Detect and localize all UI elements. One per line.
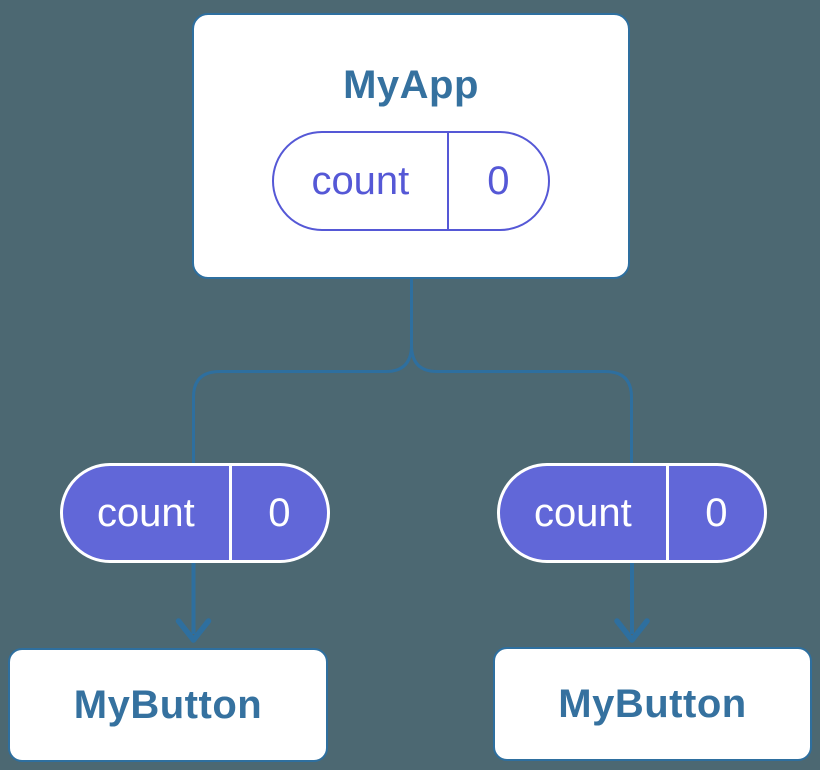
branch-right-path — [410, 344, 633, 470]
state-value: 0 — [268, 491, 291, 535]
state-value: 0 — [487, 159, 510, 203]
mybutton-left-node: MyButton — [8, 648, 328, 762]
state-label: count — [96, 491, 195, 535]
left-prop-pill: count 0 — [60, 463, 330, 563]
myapp-node: MyApp count 0 — [192, 13, 630, 279]
pill-divider — [228, 466, 232, 560]
mybutton-right-node: MyButton — [493, 647, 812, 761]
mybutton-node-title: MyButton — [558, 682, 747, 726]
mybutton-node-title: MyButton — [73, 683, 263, 727]
state-label: count — [533, 491, 632, 535]
myapp-state-pill: count 0 — [272, 131, 550, 231]
pill-divider — [665, 466, 669, 560]
myapp-node-title: MyApp — [343, 63, 479, 107]
branch-left-path — [192, 279, 413, 470]
pill-divider — [446, 133, 449, 229]
right-prop-pill: count 0 — [497, 463, 767, 563]
state-label: count — [311, 159, 410, 203]
left-arrow-head-icon — [175, 618, 212, 643]
right-arrow-head-icon — [614, 618, 650, 643]
state-value: 0 — [705, 491, 728, 535]
